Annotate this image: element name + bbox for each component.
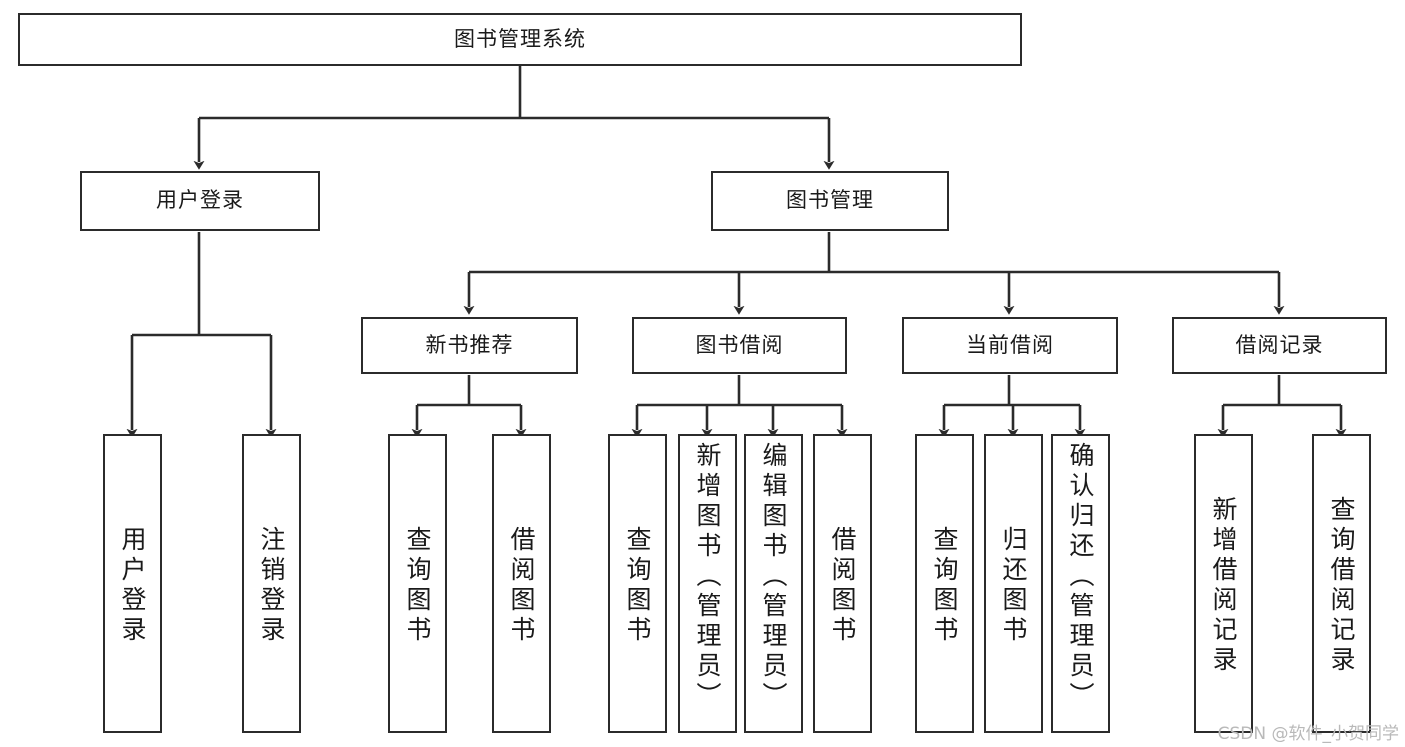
leaf-borrow-books[interactable]: 借阅图书 (813, 434, 872, 733)
node-label: 借阅图书 (507, 525, 536, 646)
node-label: 编辑图书（管理员） (759, 442, 788, 712)
node-label: 新增借阅记录 (1209, 495, 1238, 676)
node-book-borrow[interactable]: 图书借阅 (632, 317, 847, 374)
leaf-return-books[interactable]: 归还图书 (984, 434, 1043, 733)
node-label: 用户登录 (118, 525, 147, 646)
node-label: 查询图书 (623, 525, 652, 646)
leaf-query-books-recommend[interactable]: 查询图书 (388, 434, 447, 733)
leaf-add-borrow-record[interactable]: 新增借阅记录 (1194, 434, 1253, 733)
node-label: 借阅记录 (1235, 332, 1324, 357)
node-label: 查询借阅记录 (1327, 495, 1356, 676)
node-label: 借阅图书 (828, 525, 857, 646)
node-label: 图书管理 (786, 188, 874, 213)
node-borrow-records[interactable]: 借阅记录 (1172, 317, 1387, 374)
leaf-user-login[interactable]: 用户登录 (103, 434, 162, 733)
node-label: 图书借阅 (695, 332, 784, 357)
node-label: 用户登录 (156, 188, 244, 213)
node-new-book-recommend[interactable]: 新书推荐 (361, 317, 578, 374)
node-user-login[interactable]: 用户登录 (80, 171, 320, 231)
leaf-confirm-return-admin[interactable]: 确认归还（管理员） (1051, 434, 1110, 733)
leaf-borrow-books-recommend[interactable]: 借阅图书 (492, 434, 551, 733)
leaf-add-book-admin[interactable]: 新增图书（管理员） (678, 434, 737, 733)
leaf-query-books-current[interactable]: 查询图书 (915, 434, 974, 733)
leaf-logout[interactable]: 注销登录 (242, 434, 301, 733)
node-label: 新书推荐 (425, 332, 514, 357)
node-book-management[interactable]: 图书管理 (711, 171, 949, 231)
node-current-borrow[interactable]: 当前借阅 (902, 317, 1118, 374)
node-label: 确认归还（管理员） (1066, 442, 1095, 712)
leaf-edit-book-admin[interactable]: 编辑图书（管理员） (744, 434, 803, 733)
watermark: CSDN @软件_小贺同学 (1217, 724, 1399, 744)
node-label: 新增图书（管理员） (693, 442, 722, 712)
node-label: 归还图书 (999, 525, 1028, 646)
node-label: 当前借阅 (966, 332, 1054, 357)
node-label: 注销登录 (257, 525, 286, 646)
node-root-system[interactable]: 图书管理系统 (18, 13, 1022, 66)
node-label: 查询图书 (403, 525, 432, 646)
node-label: 查询图书 (930, 525, 959, 646)
leaf-query-borrow-record[interactable]: 查询借阅记录 (1312, 434, 1371, 733)
leaf-query-books-borrow[interactable]: 查询图书 (608, 434, 667, 733)
node-label: 图书管理系统 (454, 26, 586, 51)
